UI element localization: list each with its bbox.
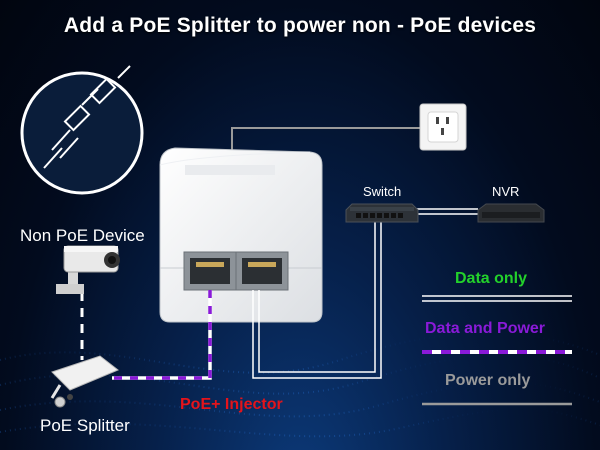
data-only-cable [252,222,382,379]
poe-splitter-icon [50,355,119,408]
poe-splitter-label: PoE Splitter [40,416,130,435]
legend-data-and-power: Data and Power [425,320,546,337]
non-poe-device-label: Non PoE Device [20,226,145,245]
legend-data-only: Data only [455,270,528,287]
data-and-power-cable [112,290,212,380]
switch-icon [345,203,419,223]
legend-power-only: Power only [445,372,531,389]
poe-injector-label: PoE+ Injector [180,396,283,413]
injector-port-poe [183,251,237,291]
switch-nvr-cable [415,208,478,215]
legend-data-only-line [422,295,572,302]
connector-closeup-icon [20,65,144,195]
nvr-label: NVR [492,184,520,199]
switch-label: Switch [363,184,402,199]
page-title: Add a PoE Splitter to power non - PoE de… [63,14,537,37]
wall-outlet-icon [419,103,467,151]
nvr-icon [477,203,545,223]
poe-injector [159,147,323,323]
injector-port-lan [235,251,289,291]
camera-icon [56,245,120,294]
